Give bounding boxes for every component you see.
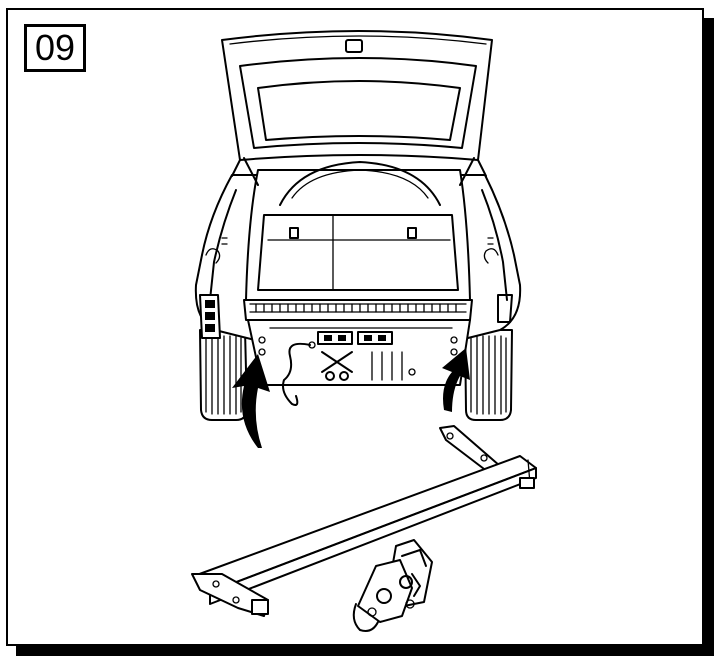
car-rear-view: [194, 161, 522, 421]
step-number-badge: 09: [24, 24, 86, 72]
left-taillight: [199, 294, 221, 339]
lift-arrow-left: [232, 354, 270, 448]
lift-arrow-right: [442, 348, 470, 412]
trunk-opening: [245, 169, 471, 301]
towbar-assembly: [191, 425, 537, 632]
right-taillight: [497, 294, 513, 323]
open-tailgate: [221, 30, 493, 186]
trunk-sill: [243, 299, 473, 321]
left-tire: [199, 329, 248, 421]
rear-crossmember: [247, 319, 471, 406]
right-tire: [464, 329, 513, 421]
